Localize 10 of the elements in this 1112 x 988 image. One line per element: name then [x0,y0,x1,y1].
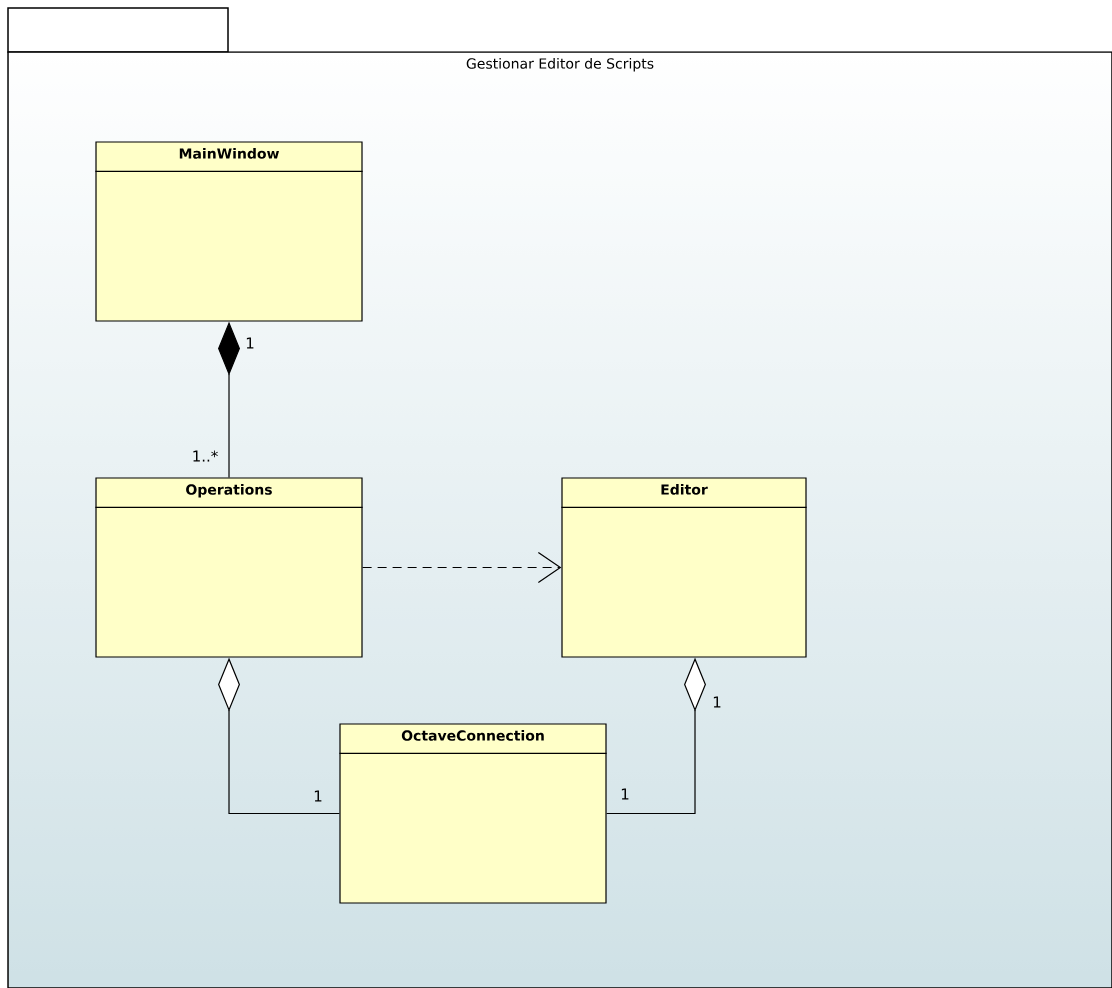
multiplicity-label: 1 [713,696,721,708]
class-box: Operations [94,477,364,658]
multiplicity-label: 1..* [193,450,218,462]
multiplicity-label: 1 [314,790,322,802]
class-box: OctaveConnection [338,723,608,904]
dependency-arrow [362,551,562,584]
multiplicity-label: 1 [246,337,254,349]
class-box: MainWindow [94,141,364,322]
class-box: Editor [560,477,808,658]
multiplicity-label: 1 [621,788,629,800]
